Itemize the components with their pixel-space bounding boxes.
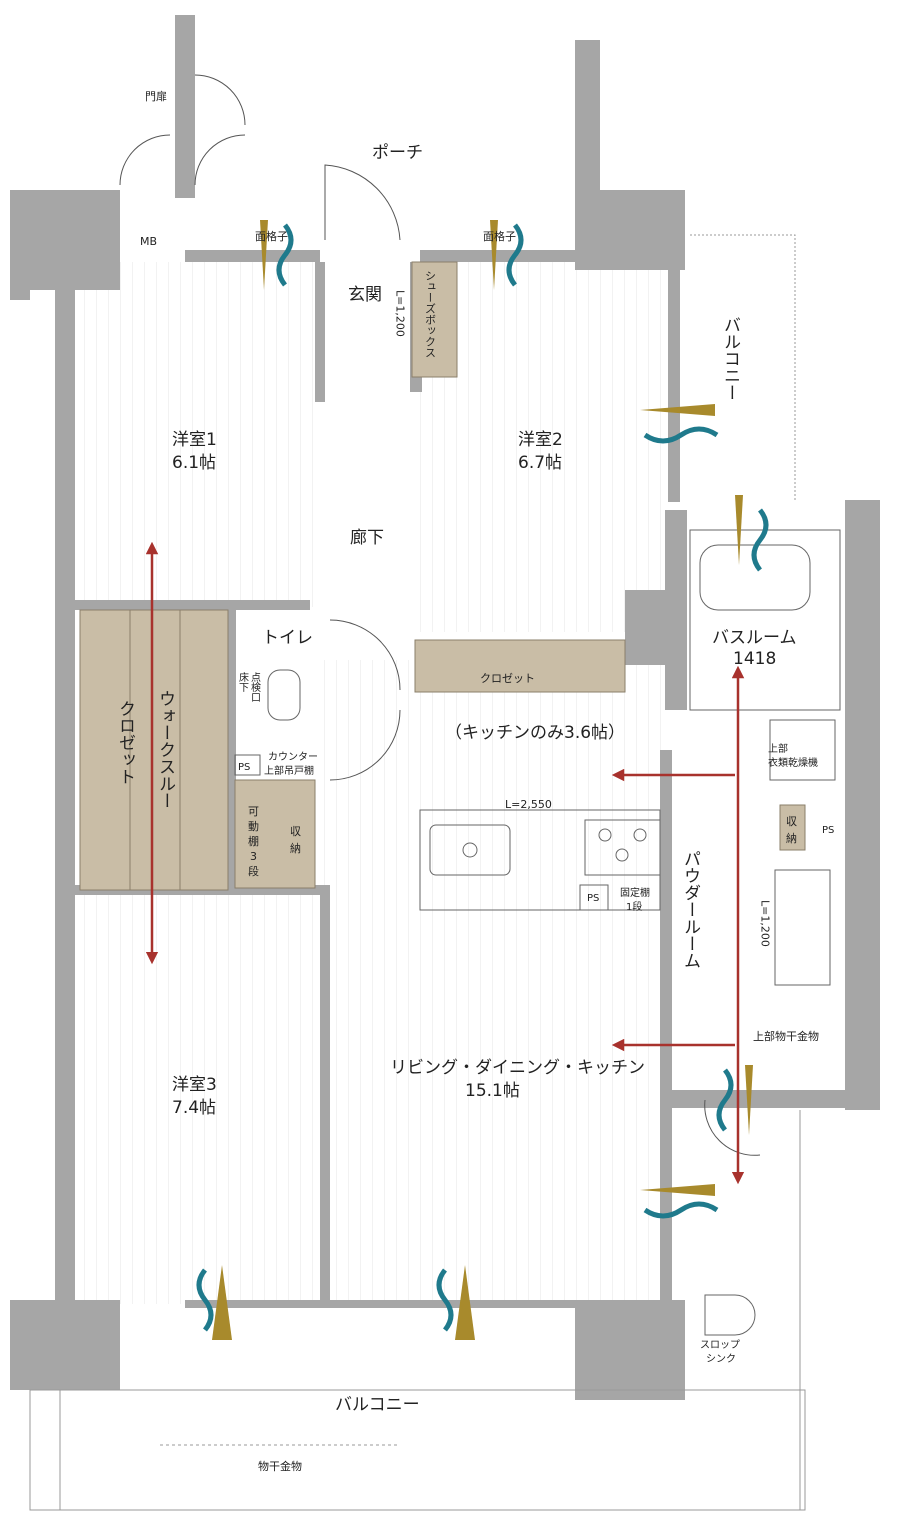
counter-label: カウンター	[268, 751, 318, 763]
ps2-label: PS	[587, 893, 599, 904]
underfloor-label-1: 床下	[237, 671, 249, 693]
upper-dry-rack-label: 上部物干金物	[753, 1029, 819, 1043]
lattice-1-label: 面格子	[255, 229, 288, 243]
room1-name: 洋室1	[172, 430, 217, 450]
powder-room-label: パウダールーム	[680, 850, 700, 969]
slop-sink-label-2: シンク	[706, 1353, 736, 1365]
shoe-box-length: L=1,200	[394, 290, 407, 337]
kitchen-only-label: （キッチンのみ3.6帖）	[445, 723, 625, 743]
balcony-main-label: バルコニー	[335, 1395, 420, 1415]
movable-label-2: 動	[248, 819, 259, 833]
balcony-side-label: バルコニー	[720, 316, 740, 401]
walls	[10, 15, 880, 1400]
toilet-label: トイレ	[262, 628, 313, 648]
room3-size: 7.4帖	[172, 1098, 216, 1118]
walk-through-label: ウォークスルー	[155, 690, 175, 809]
movable-label-4: 3	[250, 850, 257, 863]
fixed-shelf-label-1: 固定棚	[620, 886, 650, 899]
slop-sink-label-1: スロップ	[700, 1339, 740, 1351]
porch-label: ポーチ	[372, 143, 423, 163]
labels: 門扉 ポーチ MB 面格子 面格子 玄関 シューズボックス L=1,200 洋室…	[115, 90, 834, 1473]
storage3-label-2: 納	[786, 832, 797, 845]
walk-closet-label: クロゼット	[115, 700, 135, 785]
airflow-arrows	[145, 541, 745, 1185]
balcony-outlines	[29, 234, 806, 1511]
movable-label-3: 棚	[248, 834, 259, 848]
dryer-label-1: 上部	[768, 742, 788, 755]
ps3-label: PS	[822, 825, 834, 836]
mb-label: MB	[140, 235, 157, 248]
ventilation-symbols	[196, 220, 769, 1340]
movable-label-5: 段	[248, 864, 259, 878]
ldk-size: 15.1帖	[465, 1081, 520, 1101]
bathroom-label: バスルーム	[712, 628, 797, 648]
shoe-box-label: シューズボックス	[424, 270, 437, 358]
room2-name: 洋室2	[518, 430, 563, 450]
entrance-label: 玄関	[348, 285, 382, 305]
vanity-length-label: L=1,200	[759, 900, 772, 947]
dry-rack-label: 物干金物	[258, 1459, 302, 1473]
ps1-label: PS	[238, 762, 250, 773]
room2-size: 6.7帖	[518, 453, 562, 473]
room1-size: 6.1帖	[172, 453, 216, 473]
hanging-shelf-label: 上部吊戸棚	[264, 764, 314, 777]
ldk-name: リビング・ダイニング・キッチン	[390, 1058, 645, 1078]
storage3-label-1: 収	[786, 815, 797, 828]
bath-size-label: 1418	[733, 649, 776, 669]
fixed-shelf-label-2: 1段	[626, 900, 642, 913]
underfloor-label-2: 点検口	[249, 672, 261, 702]
hallway-label: 廊下	[350, 528, 384, 548]
floor-areas	[75, 262, 670, 1304]
counter-length-label: L=2,550	[505, 798, 552, 811]
dryer-label-2: 衣類乾燥機	[768, 756, 818, 769]
room3-name: 洋室3	[172, 1075, 217, 1095]
doors	[119, 74, 761, 1156]
fixtures	[234, 529, 841, 1336]
storage-label-1: 収	[290, 825, 301, 838]
storage-label-2: 納	[290, 842, 301, 855]
movable-label-1: 可	[248, 805, 259, 818]
lattice-2-label: 面格子	[483, 229, 516, 243]
closet2-label: クロゼット	[480, 672, 535, 685]
gate-door-label: 門扉	[145, 90, 167, 103]
